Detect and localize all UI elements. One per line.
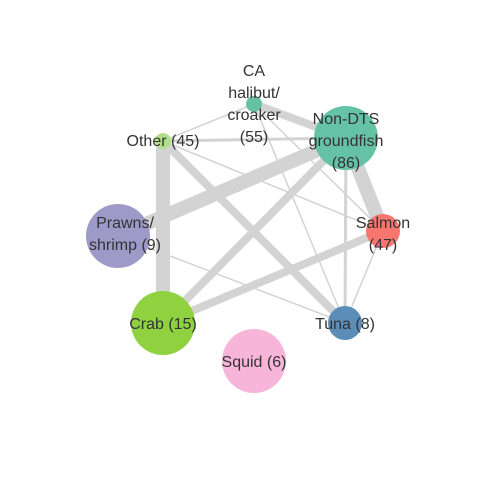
node-label-line: Crab (15): [129, 316, 197, 333]
node-label-tuna: Tuna (8): [315, 316, 375, 333]
node-label-line: Other (45): [127, 133, 200, 150]
node-label-crab: Crab (15): [129, 316, 197, 333]
nodes-layer: [86, 96, 400, 393]
node-squid: [222, 329, 286, 393]
edge-crab-salmon: [161, 227, 385, 327]
node-label-line: Salmon: [356, 215, 410, 232]
node-label-squid: Squid (6): [222, 354, 287, 371]
node-label-line: groundfish: [309, 133, 384, 150]
node-ca_halibut: [246, 96, 262, 112]
node-label-line: Squid (6): [222, 354, 287, 371]
node-tuna: [328, 306, 362, 340]
node-label-line: CA: [243, 63, 266, 80]
node-label-line: Non-DTS: [313, 111, 380, 128]
node-non_dts: [314, 106, 378, 170]
node-label-salmon: Salmon (47): [356, 215, 410, 254]
node-label-line: Prawns/: [96, 215, 154, 232]
node-label-line: (55): [240, 129, 268, 146]
node-label-line: croaker: [227, 107, 281, 124]
edge-other-salmon: [162, 140, 384, 232]
node-salmon: [366, 214, 400, 248]
edge-other-ca_halibut: [162, 103, 255, 142]
node-label-line: shrimp (9): [89, 237, 161, 254]
labels-layer: CA halibut/croaker (55) Non-DTS groundfish (8…: [89, 63, 410, 371]
node-label-line: Tuna (8): [315, 316, 375, 333]
node-label-line: (86): [332, 155, 360, 172]
node-label-ca_halibut: CA halibut/croaker (55): [227, 63, 281, 146]
node-label-line: halibut/: [228, 85, 280, 102]
node-label-other: Other (45): [127, 133, 200, 150]
node-other: [155, 133, 171, 149]
node-crab: [131, 291, 195, 355]
node-prawns: [86, 204, 150, 268]
edge-ca_halibut-salmon: [253, 103, 384, 232]
edge-ca_halibut-tuna: [253, 103, 346, 324]
edge-other-tuna: [160, 138, 348, 326]
node-label-non_dts: Non-DTS groundfish (86): [309, 111, 384, 172]
edge-prawns-tuna: [117, 235, 346, 324]
node-label-prawns: Prawns/shrimp (9): [89, 215, 161, 254]
node-label-line: (47): [369, 237, 397, 254]
